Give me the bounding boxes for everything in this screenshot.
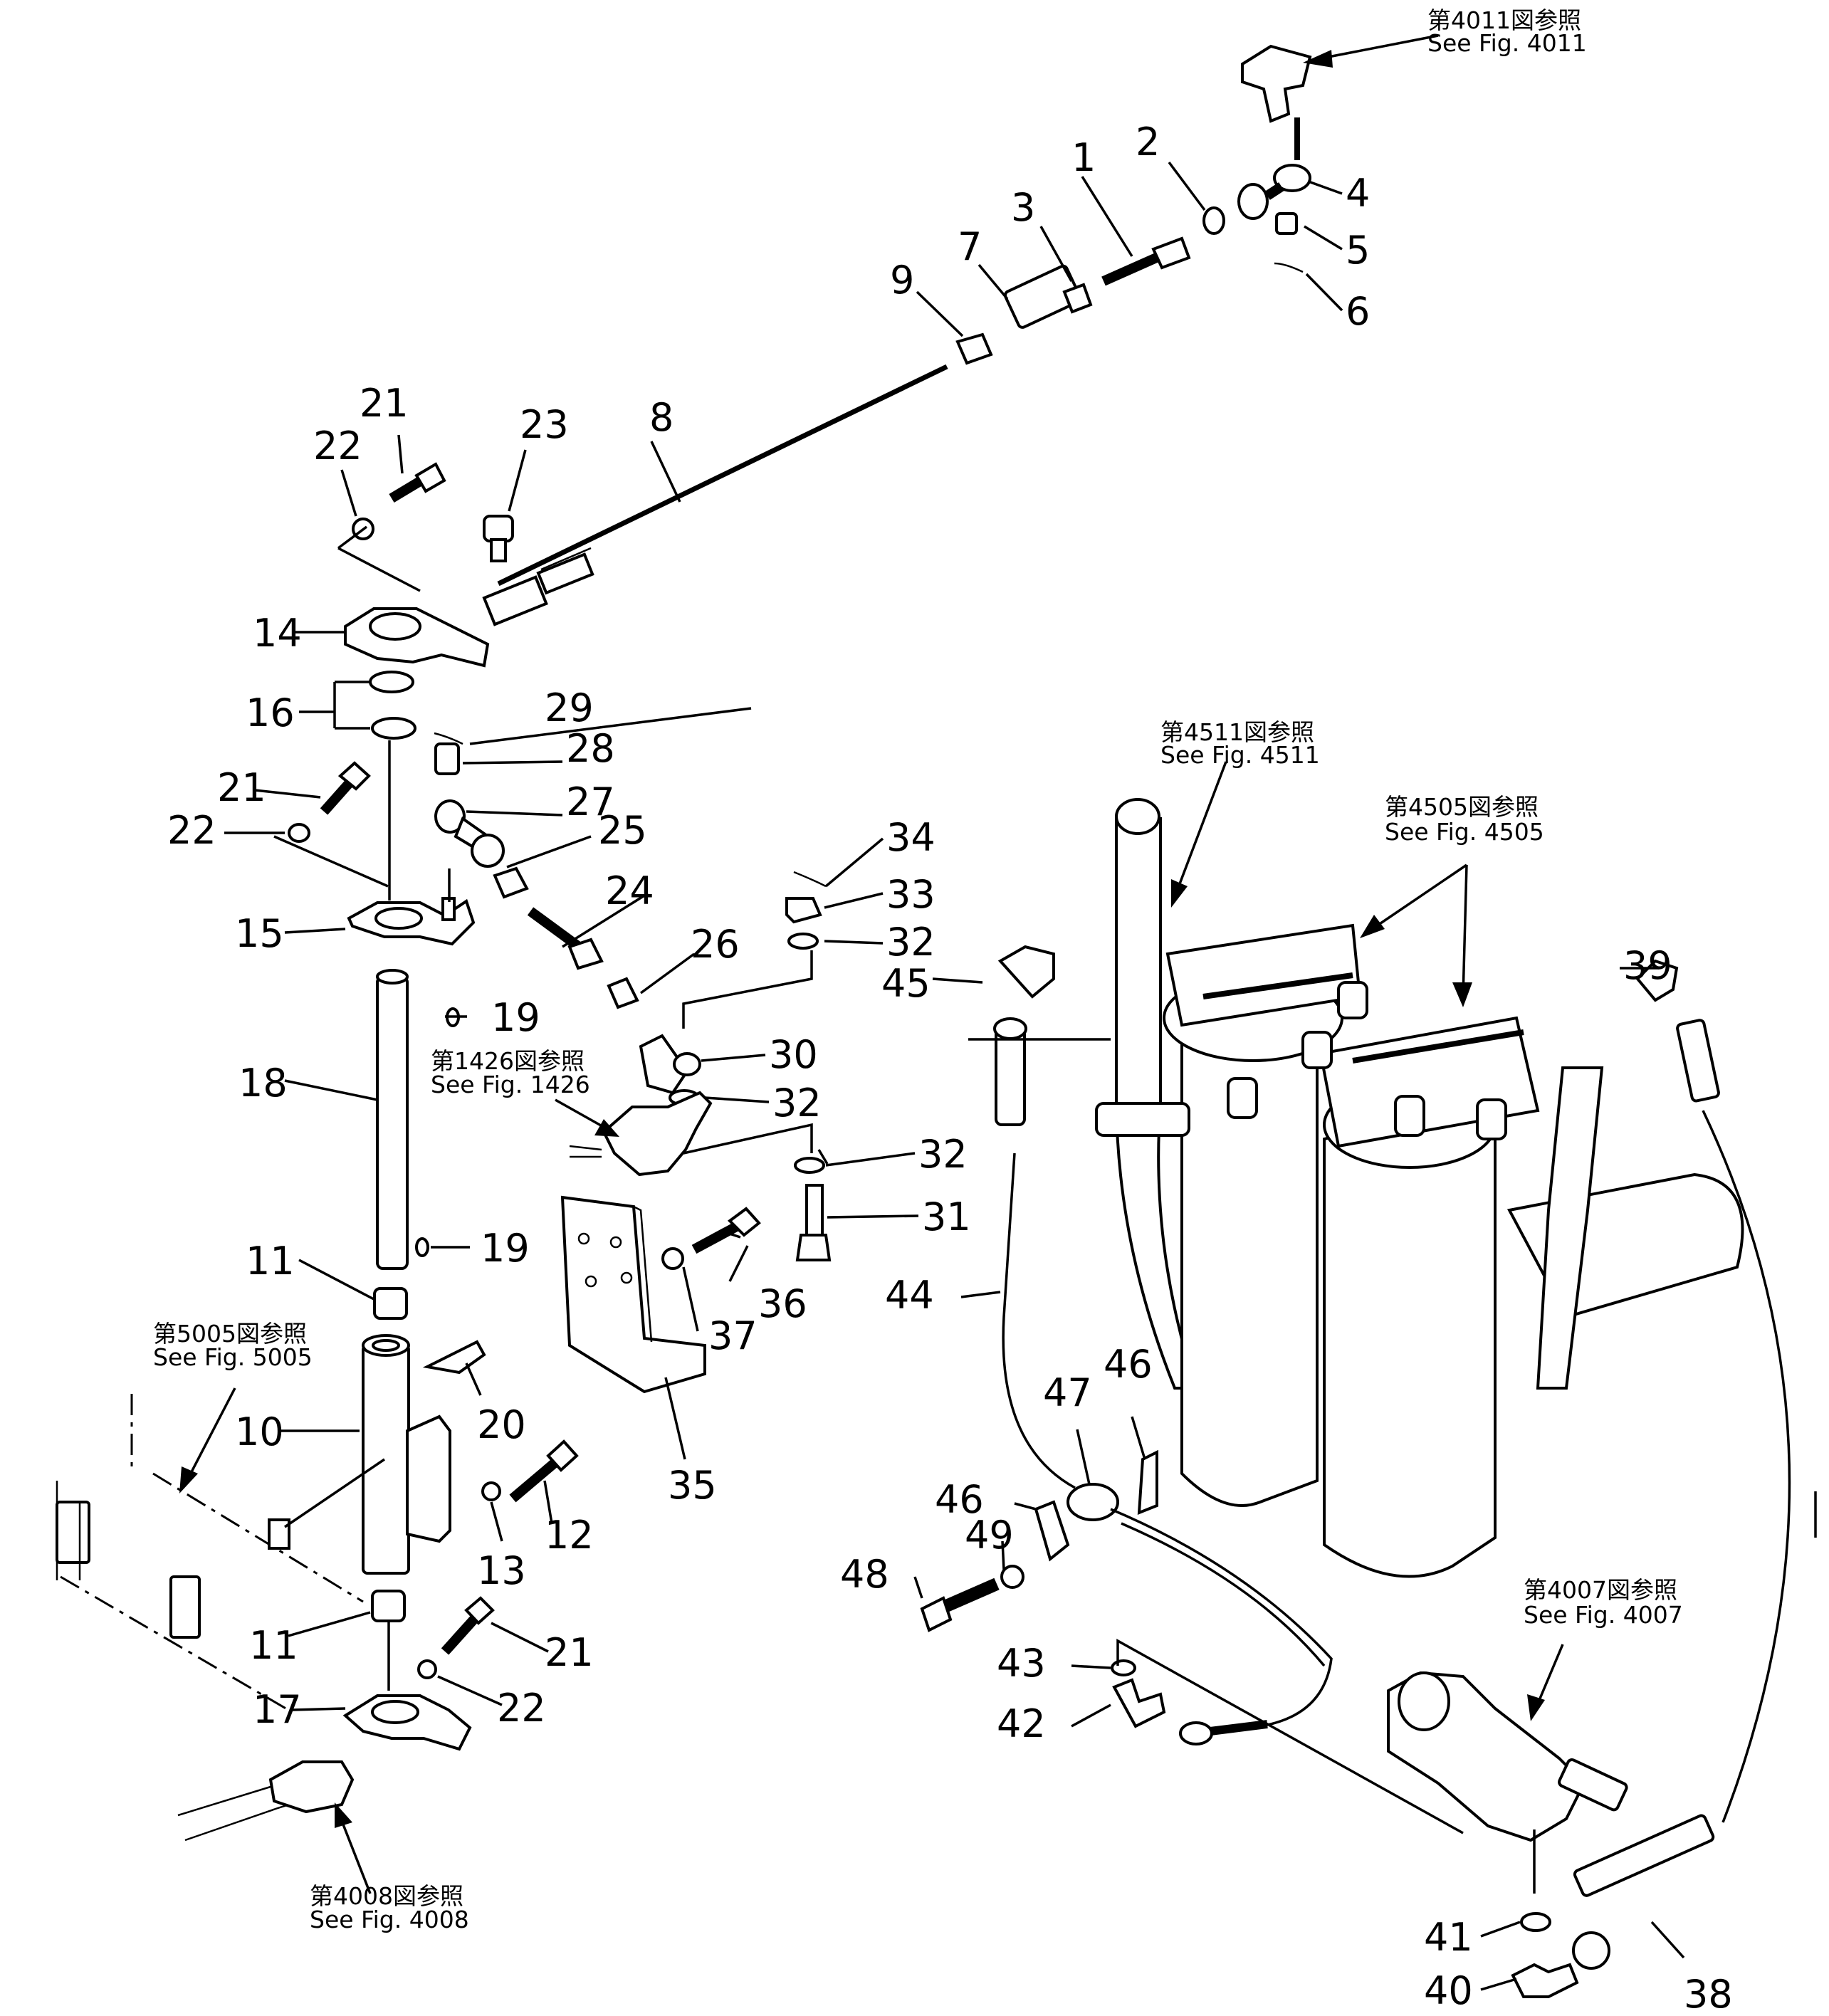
ref-4008-en: See Fig. 4008 [310,1906,469,1933]
reference-arrows [179,34,1564,1894]
part-label: 41 [1424,1915,1473,1960]
ref-4505-en: See Fig. 4505 [1385,818,1544,846]
ref-4511-jp: 第4511図参照 [1160,718,1314,746]
column-assembly [177,462,579,1842]
part-label: 24 [605,868,654,913]
part-label: 35 [668,1463,717,1508]
part-label: 42 [997,1701,1046,1746]
ref-4007-en: See Fig. 4007 [1524,1601,1683,1629]
part-label: 13 [477,1548,526,1593]
part-label: 19 [491,995,540,1040]
part-label: 40 [1424,1968,1473,2013]
part-label: 16 [246,691,295,735]
part-label: 12 [545,1513,594,1558]
part-label: 20 [477,1402,526,1447]
part-label: 17 [253,1687,302,1732]
part-label: 3 [1011,185,1035,230]
ref-4007-jp: 第4007図参照 [1524,1576,1677,1604]
part-label: 32 [886,920,936,965]
part-label: 29 [545,686,594,730]
part-label: 26 [691,922,740,967]
part-label: 22 [497,1686,546,1731]
part-label: 22 [313,424,362,468]
part-label: 32 [918,1132,968,1177]
part-label: 31 [922,1195,971,1239]
part-label: 30 [769,1032,818,1077]
part-label: 48 [840,1552,889,1597]
part-label: 9 [890,258,914,303]
part-label: 8 [649,395,674,440]
tank-assembly [920,798,1791,1998]
part-label: 46 [1104,1342,1153,1387]
part-label: 15 [235,911,284,956]
ref-5005-jp: 第5005図参照 [153,1320,307,1348]
part-label: 11 [246,1239,295,1283]
part-label: 39 [1623,943,1672,988]
part-label: 37 [708,1313,758,1358]
part-label: 27 [566,779,615,824]
part-label: 4 [1346,171,1370,216]
ref-4008-jp: 第4008図参照 [310,1882,463,1910]
part-label: 7 [958,224,982,269]
ref-5005-en: See Fig. 5005 [153,1343,313,1371]
part-label: 28 [566,726,615,771]
ref-1426-jp: 第1426図参照 [431,1047,585,1075]
ref-4011-jp: 第4011図参照 [1427,6,1581,34]
part-label: 10 [235,1409,284,1454]
part-labels: 1 2 3 4 5 6 7 8 9 10 11 11 12 13 14 15 1… [167,120,1733,2016]
part-label: 21 [217,765,266,810]
part-label: 2 [1136,120,1160,164]
frame-section [56,1394,385,1713]
leader-lines [224,161,1817,1991]
part-label: 14 [253,611,302,656]
part-label: 33 [886,872,936,917]
ref-4011-en: See Fig. 4011 [1427,29,1587,57]
part-label: 45 [881,961,931,1006]
part-label: 46 [935,1477,984,1522]
part-label: 21 [545,1630,594,1675]
part-label: 1 [1071,135,1096,180]
part-label: 47 [1043,1370,1092,1415]
ref-4511-en: See Fig. 4511 [1160,741,1320,769]
part-label: 5 [1346,228,1370,273]
figure-references: 第4011図参照 See Fig. 4011 第4511図参照 See Fig.… [153,6,1683,1933]
control-rod-assembly [482,44,1312,626]
part-label: 32 [772,1081,822,1125]
part-label: 18 [239,1061,288,1106]
part-label: 38 [1684,1972,1733,2016]
part-label: 44 [885,1273,934,1318]
part-label: 21 [360,381,409,426]
part-label: 49 [965,1513,1014,1558]
part-label: 11 [249,1623,298,1668]
part-label: 6 [1346,289,1370,334]
link-assembly [434,732,832,1394]
ref-1426-en: See Fig. 1426 [431,1071,590,1098]
part-label: 36 [758,1281,807,1326]
part-label: 19 [481,1226,530,1271]
ref-4505-jp: 第4505図参照 [1385,793,1539,821]
part-label: 22 [167,808,216,853]
part-label: 34 [886,815,936,860]
part-label: 25 [598,808,647,853]
part-label: 43 [997,1641,1046,1686]
part-label: 23 [520,402,569,447]
